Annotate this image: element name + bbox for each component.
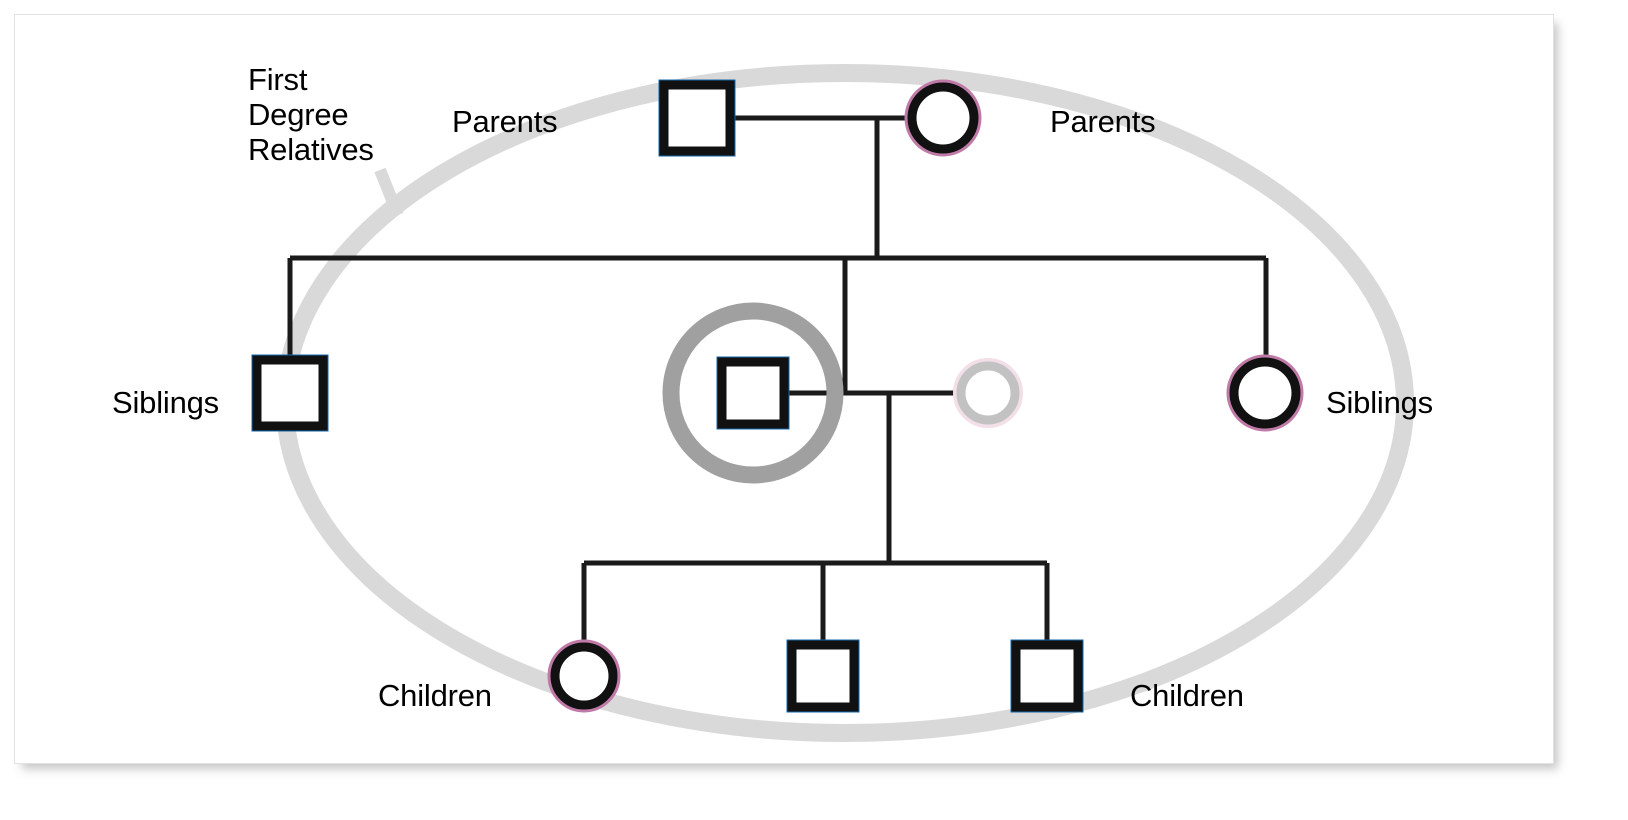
person-sibling-left[interactable]: [251, 354, 329, 432]
male-square-icon: [252, 355, 328, 431]
person-child-2[interactable]: [786, 639, 860, 713]
label-siblings-left: Siblings: [112, 385, 219, 420]
label-children-left: Children: [378, 678, 492, 713]
female-circle-icon: [907, 82, 979, 154]
person-spouse[interactable]: [953, 358, 1023, 428]
male-square-icon: [787, 640, 859, 712]
label-first-degree-relatives: First Degree Relatives: [248, 62, 374, 167]
label-parents-left: Parents: [452, 104, 558, 139]
proband-ring-icon: [662, 302, 844, 484]
person-mother[interactable]: [904, 79, 982, 157]
person-sibling-right[interactable]: [1226, 354, 1304, 432]
person-proband[interactable]: [662, 302, 844, 484]
male-square-icon: [717, 357, 789, 429]
female-circle-icon: [550, 642, 618, 710]
male-square-icon: [1011, 640, 1083, 712]
person-father[interactable]: [658, 79, 736, 157]
label-siblings-right: Siblings: [1326, 385, 1433, 420]
person-child-3[interactable]: [1010, 639, 1084, 713]
label-children-right: Children: [1130, 678, 1244, 713]
female-circle-icon: [956, 361, 1020, 425]
persons-group: [251, 79, 1304, 713]
label-parents-right: Parents: [1050, 104, 1156, 139]
male-square-icon: [659, 80, 735, 156]
person-child-1[interactable]: [547, 639, 621, 713]
female-circle-icon: [1229, 357, 1301, 429]
